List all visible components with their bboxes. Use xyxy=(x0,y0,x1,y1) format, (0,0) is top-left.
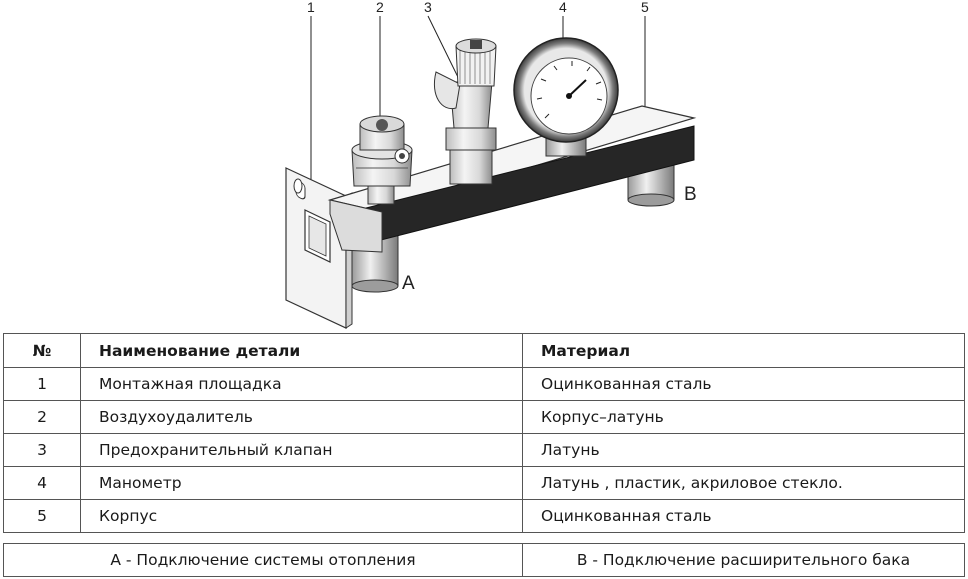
parts-table: № Наименование детали Материал 1 Монтажн… xyxy=(3,333,965,533)
header-material: Материал xyxy=(522,333,965,368)
port-a-label: A xyxy=(402,273,415,294)
port-b-label: B xyxy=(684,184,697,205)
row-part-name: Монтажная площадка xyxy=(80,367,523,401)
connection-b-label: В - Подключение расширительного бака xyxy=(522,543,965,577)
callout-2: 2 xyxy=(376,0,384,15)
callout-4: 4 xyxy=(559,0,567,15)
row-material: Латунь , пластик, акриловое стекло. xyxy=(522,466,965,500)
connections-row: А - Подключение системы отопления В - По… xyxy=(3,543,965,577)
row-material: Латунь xyxy=(522,433,965,467)
row-part-name: Предохранительный клапан xyxy=(80,433,523,467)
body-bar xyxy=(327,105,697,253)
row-number: 3 xyxy=(3,433,81,467)
row-number: 1 xyxy=(3,367,81,401)
row-material: Корпус–латунь xyxy=(522,400,965,434)
table-header-row: № Наименование детали Материал xyxy=(3,333,965,368)
table-row: 4 Манометр Латунь , пластик, акриловое с… xyxy=(3,466,965,500)
row-number: 5 xyxy=(3,499,81,533)
row-part-name: Корпус xyxy=(80,499,523,533)
row-part-name: Воздухоудалитель xyxy=(80,400,523,434)
row-number: 2 xyxy=(3,400,81,434)
table-row: 1 Монтажная площадка Оцинкованная сталь xyxy=(3,367,965,401)
callout-leaders xyxy=(310,15,646,210)
callout-3: 3 xyxy=(424,0,432,15)
connection-a-label: А - Подключение системы отопления xyxy=(3,543,523,577)
row-material: Оцинкованная сталь xyxy=(522,499,965,533)
table-row: 5 Корпус Оцинкованная сталь xyxy=(3,499,965,533)
air-vent xyxy=(351,115,413,205)
connections-table: А - Подключение системы отопления В - По… xyxy=(3,543,965,577)
safety-group-illustration: 1 2 3 4 5 A B xyxy=(285,0,697,329)
callout-5: 5 xyxy=(641,0,649,15)
manometer xyxy=(513,37,619,157)
row-number: 4 xyxy=(3,466,81,500)
row-material: Оцинкованная сталь xyxy=(522,367,965,401)
callout-1: 1 xyxy=(307,0,315,15)
safety-valve xyxy=(434,38,497,185)
row-part-name: Манометр xyxy=(80,466,523,500)
table-row: 3 Предохранительный клапан Латунь xyxy=(3,433,965,467)
table-row: 2 Воздухоудалитель Корпус–латунь xyxy=(3,400,965,434)
header-part-name: Наименование детали xyxy=(80,333,523,368)
header-number: № xyxy=(3,333,81,368)
